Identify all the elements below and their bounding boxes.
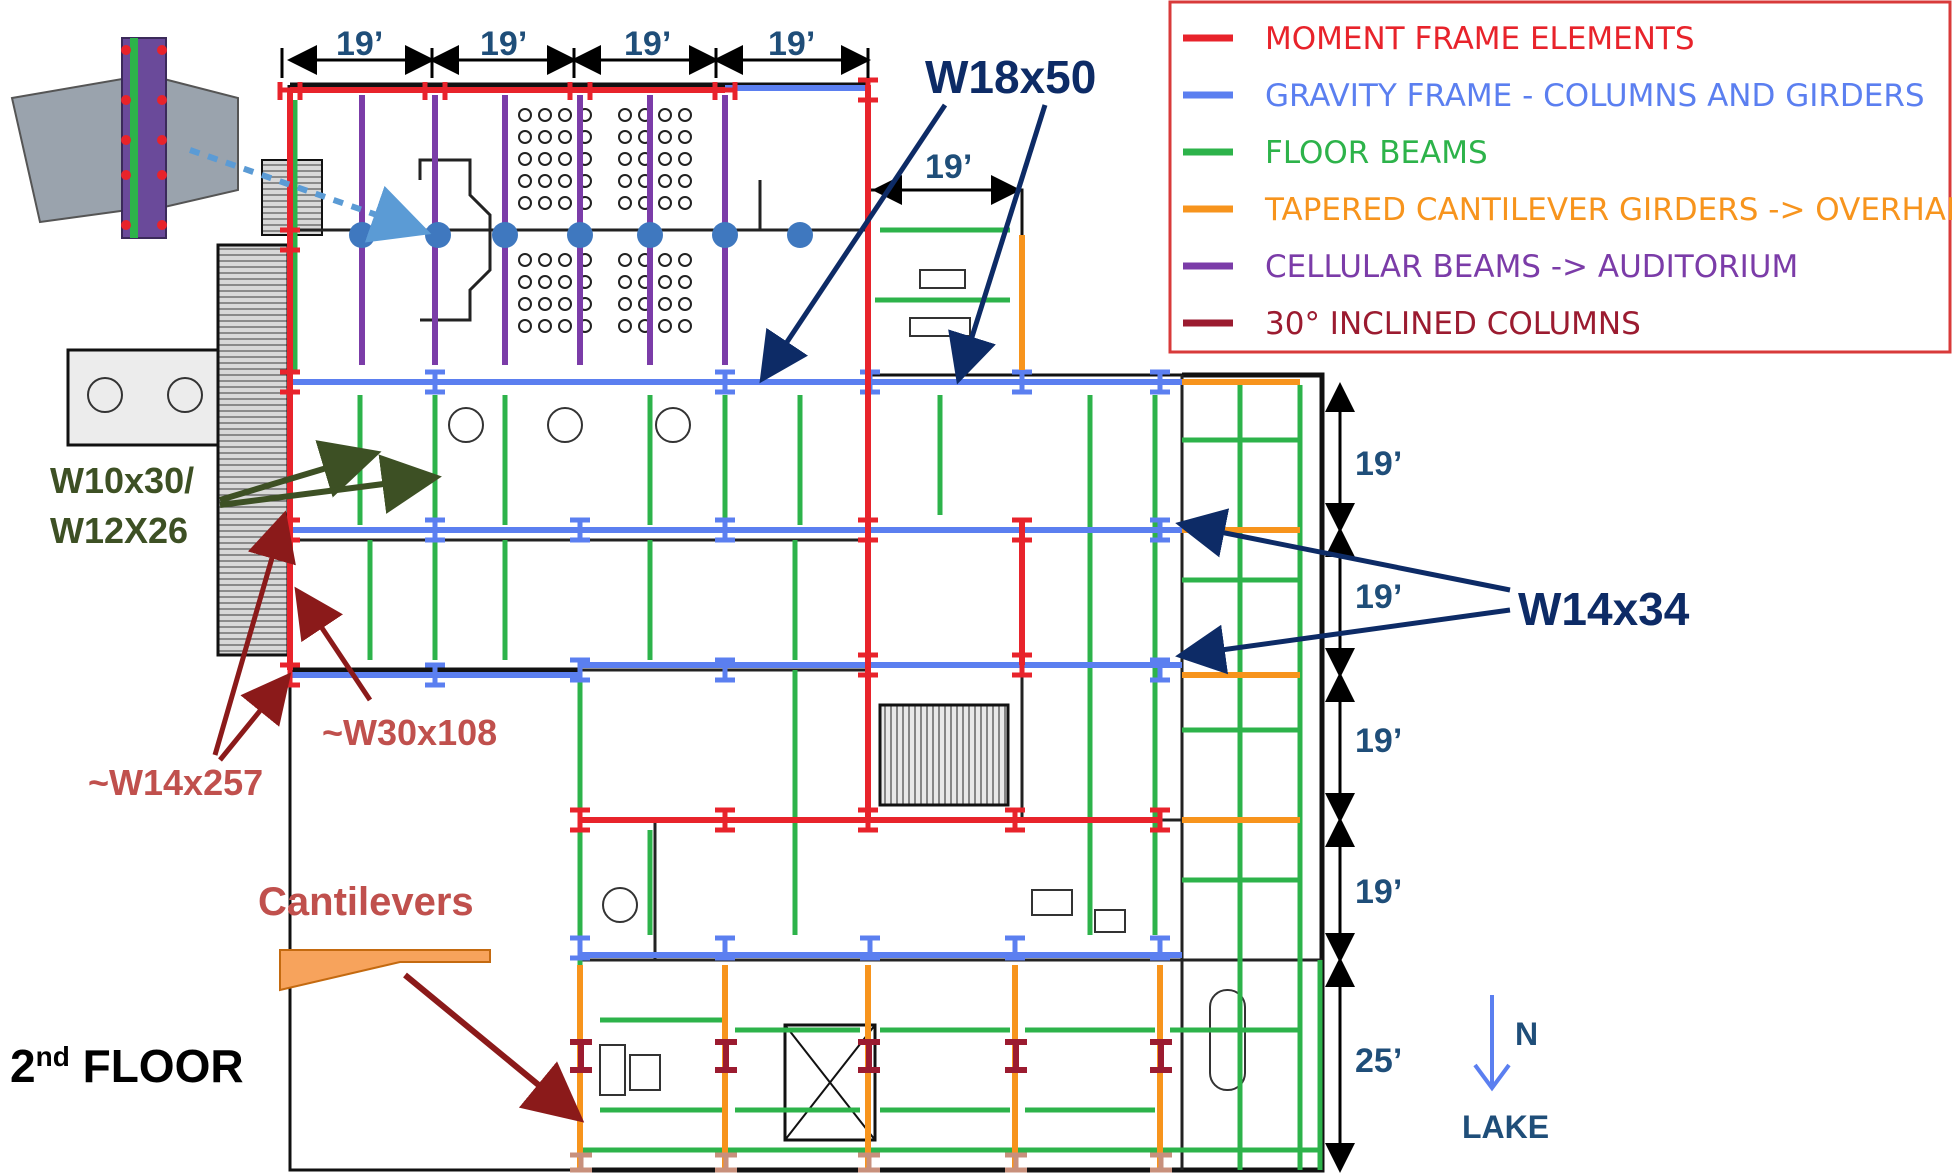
floor-title: 2nd FLOOR [10, 1040, 244, 1092]
legend-box [1168, 0, 1952, 354]
base-connections [570, 1152, 1172, 1173]
column-markers [349, 222, 813, 248]
office-furniture [87, 269, 1246, 1096]
floor-title-number: 2 [10, 1040, 36, 1092]
legend-item: CELLULAR BEAMS -> AUDITORIUM [1183, 249, 1798, 285]
dim-label-bay-3: 19’ [624, 25, 671, 63]
building-outline [66, 82, 1325, 1173]
legend-label: TAPERED CANTILEVER GIRDERS -> OVERHANG [1264, 192, 1952, 228]
legend: MOMENT FRAME ELEMENTS GRAVITY FRAME - COL… [1168, 0, 1952, 354]
west-stair-block [216, 243, 290, 657]
w14x34-callout: W14x34 [1175, 508, 1690, 675]
inclined-columns [570, 1039, 1172, 1073]
gravity-frame [290, 85, 1182, 958]
w10x30-label: W10x30/ [50, 460, 194, 501]
auditorium-seating [518, 108, 692, 333]
top-dimension-labels: 19’ 19’ 19’ 19’ 19’ [336, 25, 972, 186]
right-dimension-labels: 19’ 19’ 19’ 19’ 25’ [1355, 445, 1402, 1080]
dim-label-bay-2: 19’ [480, 25, 527, 63]
cantilever-callout: Cantilevers [258, 880, 585, 1123]
west-balcony [66, 348, 230, 447]
dim-label-right-2: 19’ [1355, 578, 1402, 616]
central-stair [878, 703, 1010, 807]
legend-item: GRAVITY FRAME - COLUMNS AND GIRDERS [1183, 78, 1925, 114]
north-letter: N [1515, 1016, 1538, 1052]
legend-item: 30° INCLINED COLUMNS [1183, 306, 1641, 342]
legend-label: FLOOR BEAMS [1265, 135, 1488, 171]
w10x30-callout: W10x30/ W12X26 [50, 440, 442, 551]
dim-label-right-1: 19’ [1355, 445, 1402, 483]
gravity-columns [425, 369, 1170, 961]
w12x26-label: W12X26 [50, 510, 188, 551]
legend-label: GRAVITY FRAME - COLUMNS AND GIRDERS [1265, 78, 1925, 114]
dim-label-right-4: 19’ [1355, 873, 1402, 911]
dim-label-right-5: 25’ [1355, 1042, 1402, 1080]
w18x50-label: W18x50 [925, 51, 1096, 103]
moment-connections [277, 77, 1170, 833]
w30x108-callout: ~W30x108 [294, 586, 497, 753]
floor-title-superscript: nd [36, 1041, 70, 1072]
legend-item: MOMENT FRAME ELEMENTS [1183, 21, 1695, 57]
connection-detail-icon [10, 37, 432, 243]
legend-label: 30° INCLINED COLUMNS [1265, 306, 1641, 342]
dimension-lines [280, 45, 1355, 1173]
tapered-girder-icon [279, 949, 491, 992]
legend-label: CELLULAR BEAMS -> AUDITORIUM [1265, 249, 1798, 285]
cantilevers-label: Cantilevers [258, 880, 474, 924]
north-arrow: N LAKE [1462, 995, 1549, 1145]
dim-label-upper-right: 19’ [925, 148, 972, 186]
lake-label: LAKE [1462, 1109, 1549, 1145]
w14x34-label: W14x34 [1518, 583, 1690, 635]
legend-item: FLOOR BEAMS [1183, 135, 1488, 171]
w18x50-callout: W18x50 [759, 51, 1096, 385]
floor-title-text: FLOOR [70, 1040, 244, 1092]
legend-label: MOMENT FRAME ELEMENTS [1265, 21, 1695, 57]
dim-label-bay-4: 19’ [768, 25, 815, 63]
legend-item: TAPERED CANTILEVER GIRDERS -> OVERHANG [1183, 192, 1952, 228]
w30x108-label: ~W30x108 [322, 712, 497, 753]
dim-label-right-3: 19’ [1355, 722, 1402, 760]
dim-label-bay-1: 19’ [336, 25, 383, 63]
w14x257-label: ~W14x257 [88, 762, 263, 803]
w14x257-callout: ~W14x257 [88, 510, 296, 803]
